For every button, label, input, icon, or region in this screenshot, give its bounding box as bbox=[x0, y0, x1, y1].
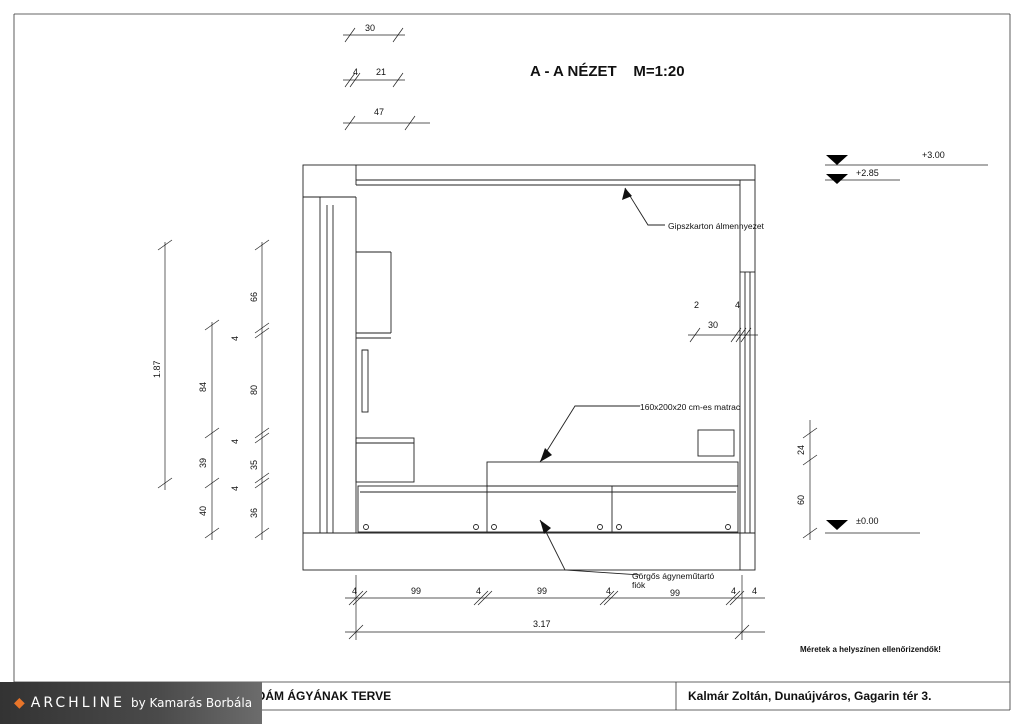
level-markers bbox=[825, 164, 988, 534]
dim-bottom-d: 99 bbox=[537, 586, 547, 596]
logo-by: by Kamarás Borbála bbox=[130, 696, 253, 710]
room-section bbox=[302, 164, 756, 576]
dims-right-lower-lines bbox=[802, 420, 818, 540]
dim-bottom-a: 4 bbox=[352, 586, 357, 596]
footer-address: Kalmár Zoltán, Dunaújváros, Gagarin tér … bbox=[688, 689, 931, 703]
dim-left-84: 84 bbox=[198, 382, 208, 392]
dim-bottom-e: 4 bbox=[606, 586, 611, 596]
dim-top-47: 47 bbox=[374, 107, 384, 117]
sheet-frame bbox=[13, 13, 1011, 711]
drawer-label-line2: fiók bbox=[632, 580, 646, 590]
level-floor-text: ±0.00 bbox=[856, 516, 878, 526]
dim-left-39: 39 bbox=[198, 458, 208, 468]
level-floor-marker bbox=[826, 520, 848, 530]
leader-arrowheads bbox=[540, 188, 632, 534]
dim-bottom-c: 4 bbox=[476, 586, 481, 596]
dim-bottom-f: 99 bbox=[670, 588, 680, 598]
dim-right-2: 2 bbox=[694, 300, 699, 310]
footer-title: ÁDÁM ÁGYÁNAK TERVE bbox=[248, 688, 391, 703]
dim-right-30: 30 bbox=[708, 320, 718, 330]
dim-bottom-b: 99 bbox=[411, 586, 421, 596]
drawing-title: A - A NÉZET M=1:20 bbox=[530, 63, 685, 80]
dim-top-4: 4 bbox=[353, 67, 358, 77]
dim-left-total: 1.87 bbox=[152, 360, 162, 378]
dim-inner-66: 66 bbox=[249, 292, 259, 302]
level-ceiling-text: +2.85 bbox=[856, 168, 879, 178]
drawer-label: Görgős ágyneműtartó fiók bbox=[632, 571, 717, 590]
dim-top-30: 30 bbox=[365, 23, 375, 33]
diamond-icon: ◆ bbox=[14, 695, 25, 711]
dims-top-lines bbox=[343, 27, 430, 131]
dim-inner-80: 80 bbox=[249, 385, 259, 395]
dim-left-40: 40 bbox=[198, 506, 208, 516]
mattress-label: 160x200x20 cm-es matrac bbox=[640, 402, 741, 412]
archline-logo: ◆ ARCHLINE by Kamarás Borbála bbox=[0, 682, 262, 724]
dim-bottom-g: 4 bbox=[731, 586, 736, 596]
drawer-label-line1: Görgős ágyneműtartó bbox=[632, 571, 714, 581]
dim-inner-36: 36 bbox=[249, 508, 259, 518]
dims-right-upper-lines bbox=[688, 327, 758, 343]
check-note: Méretek a helyszínen ellenőrizendők! bbox=[800, 645, 941, 654]
dim-right-60: 60 bbox=[796, 495, 806, 505]
ceiling-label: Gipszkarton álmennyezet bbox=[668, 221, 765, 231]
dim-bottom-h: 4 bbox=[752, 586, 757, 596]
level-ceiling-marker bbox=[826, 174, 848, 184]
dim-inner-4a: 4 bbox=[230, 336, 240, 341]
level-top-marker bbox=[826, 155, 848, 165]
dim-right-4: 4 bbox=[735, 300, 740, 310]
dim-top-21: 21 bbox=[376, 67, 386, 77]
dim-inner-4c: 4 bbox=[230, 486, 240, 491]
level-top-text: +3.00 bbox=[922, 150, 945, 160]
dim-inner-35: 35 bbox=[249, 460, 259, 470]
dims-bottom-lines bbox=[345, 575, 765, 640]
logo-brand: ARCHLINE bbox=[30, 695, 125, 711]
dim-bottom-total: 3.17 bbox=[533, 619, 551, 629]
dim-right-24: 24 bbox=[796, 445, 806, 455]
dims-left-lines bbox=[157, 239, 270, 540]
dim-inner-4b: 4 bbox=[230, 439, 240, 444]
